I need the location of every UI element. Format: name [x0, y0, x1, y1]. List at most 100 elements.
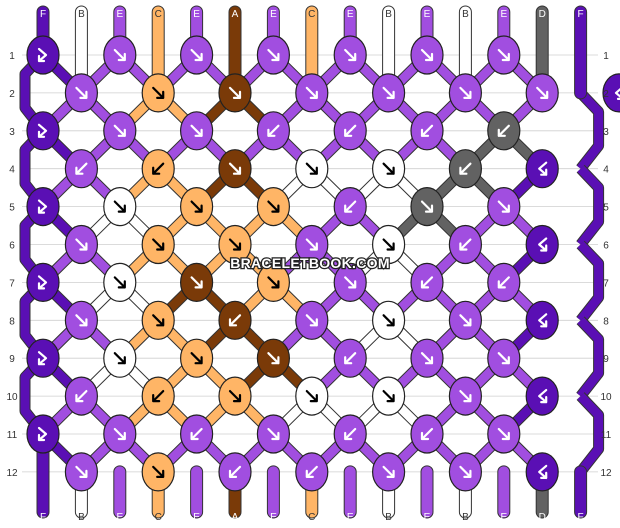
strand-label-bottom: E [500, 512, 507, 523]
knot-arrow-icon [459, 390, 472, 403]
knot-arrow-icon [228, 314, 242, 327]
knot-arrow-icon [344, 200, 357, 213]
knot-arrow-icon [420, 427, 434, 441]
knot-arrow-icon [344, 352, 357, 365]
knot-arrow-icon [113, 352, 126, 365]
knot-arrow-icon [190, 200, 203, 213]
knot-arrow-icon [190, 427, 203, 441]
knot-arrow-icon [344, 48, 357, 62]
knot-arrow-icon [459, 162, 472, 175]
knot [26, 262, 60, 302]
strand-label-top: E [500, 9, 507, 20]
row-label-left: 1 [9, 51, 15, 62]
knot-arrow-icon [113, 124, 126, 137]
knot-arrow-icon [190, 48, 203, 62]
knot [26, 338, 60, 378]
knot-arrow-icon [382, 162, 395, 175]
strand-label-bottom: F [40, 512, 46, 523]
knot [525, 149, 559, 189]
knot-arrow-icon [344, 276, 357, 289]
knot-arrow-icon [267, 124, 280, 137]
knot-arrow-icon [190, 124, 203, 137]
knot-arrow-icon [497, 48, 510, 62]
strand-label-bottom: A [232, 512, 239, 523]
row-label-left: 12 [6, 468, 18, 479]
knot [26, 414, 60, 454]
knot [26, 35, 60, 75]
knot-arrow-icon [228, 238, 242, 251]
knot-arrow-icon [538, 161, 548, 176]
edge-thread [577, 89, 604, 172]
knot-arrow-icon [382, 238, 395, 251]
knot-arrow-icon [37, 351, 48, 366]
row-label-right: 9 [603, 354, 609, 365]
row-label-left: 6 [9, 241, 15, 252]
knot-arrow-icon [228, 465, 242, 478]
row-label-right: 4 [603, 165, 609, 176]
knot-arrow-icon [344, 124, 357, 137]
row-label-right: 2 [603, 89, 609, 100]
row-label-left: 3 [9, 127, 15, 138]
row-label-right: 11 [601, 430, 612, 441]
strand-label-top: C [155, 9, 162, 20]
strand-label-top: B [385, 9, 392, 20]
strand-label-bottom: C [155, 512, 162, 523]
row-label-right: 5 [603, 203, 609, 214]
knot-arrow-icon [228, 390, 242, 403]
knot-arrow-icon [305, 390, 318, 403]
strand-label-top: E [347, 9, 354, 20]
knot-arrow-icon [228, 86, 242, 99]
strand-label-top: E [270, 9, 277, 20]
knot-arrow-icon [382, 314, 395, 327]
watermark: BRACELETBOOK.COM [230, 255, 390, 271]
knot-arrow-icon [75, 162, 88, 175]
row-label-right: 7 [603, 278, 609, 289]
knot-arrow-icon [459, 465, 472, 478]
edge-thread [577, 393, 604, 475]
knot-arrow-icon [75, 390, 88, 403]
strand-label-bottom: C [308, 512, 315, 523]
knot-arrow-icon [305, 162, 318, 175]
knot-arrow-icon [459, 238, 472, 251]
edge-thread [577, 317, 604, 399]
row-label-left: 9 [9, 354, 15, 365]
knot-arrow-icon [190, 352, 203, 365]
knot [525, 300, 559, 340]
knot-arrow-icon [420, 200, 434, 213]
knot-arrow-icon [267, 200, 280, 213]
strand-label-bottom: D [539, 512, 546, 523]
knot-arrow-icon [305, 465, 318, 478]
strand-label-bottom: E [270, 512, 277, 523]
strand-label-bottom: E [116, 512, 123, 523]
strand-label-top: C [308, 9, 315, 20]
knot [26, 187, 60, 227]
knot-arrow-icon [152, 86, 165, 99]
knot-arrow-icon [382, 86, 395, 99]
knot-arrow-icon [37, 275, 48, 290]
row-label-right: 10 [600, 392, 612, 403]
knot-arrow-icon [75, 238, 88, 251]
strand-label-top: F [578, 9, 584, 20]
knot-arrow-icon [497, 427, 510, 441]
strand-label-bottom: B [462, 512, 469, 523]
knot-arrow-icon [536, 86, 549, 99]
knot-arrow-icon [37, 123, 48, 138]
knot-arrow-icon [305, 314, 318, 327]
knot-arrow-icon [190, 276, 203, 289]
strand-label-top: B [462, 9, 469, 20]
knot-arrow-icon [538, 313, 548, 328]
row-label-left: 7 [9, 278, 15, 289]
knot-arrow-icon [228, 162, 242, 175]
strand-label-top: D [539, 9, 546, 20]
knot-arrow-icon [420, 276, 434, 289]
knot [602, 73, 620, 113]
knot-arrow-icon [75, 314, 88, 327]
knot-arrow-icon [152, 314, 165, 327]
strand-label-bottom: E [347, 512, 354, 523]
row-label-right: 6 [603, 241, 609, 252]
knot-arrow-icon [538, 464, 548, 479]
knot-arrow-icon [382, 465, 395, 478]
knot [525, 452, 559, 492]
